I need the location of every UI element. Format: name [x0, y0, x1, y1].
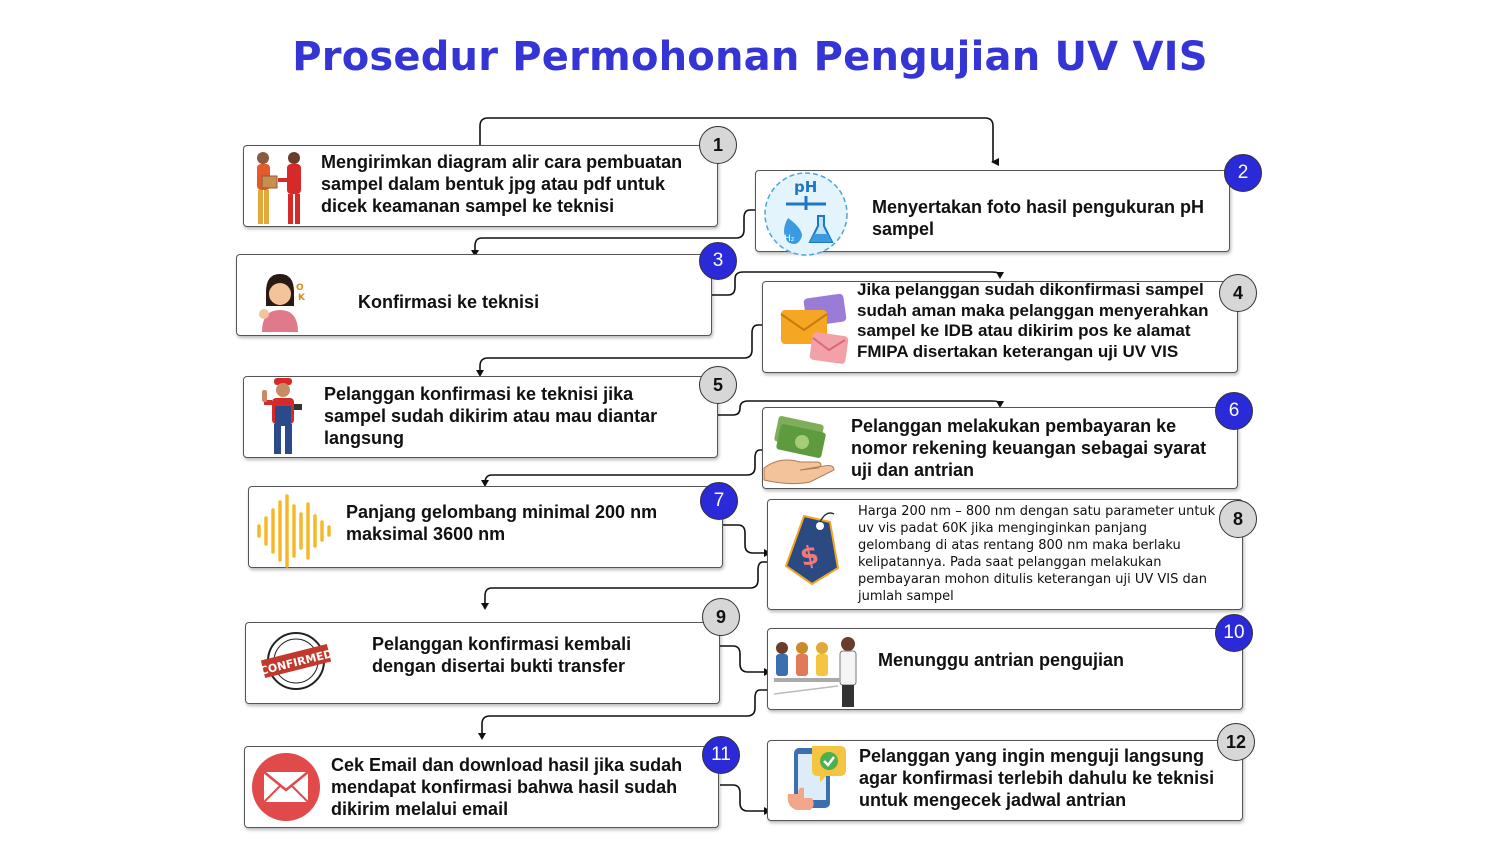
confirmed-stamp-icon: CONFIRMED — [259, 632, 334, 690]
step-text-6: Pelanggan melakukan pembayaran ke nomor … — [851, 416, 1207, 480]
page-title: Prosedur Permohonan Pengujian UV VIS — [292, 34, 1208, 80]
step-card-3 — [236, 254, 712, 336]
technician-icon — [262, 378, 302, 454]
phone-check-icon — [787, 746, 846, 810]
step-badge-1: 1 — [699, 126, 737, 164]
step-badge-9: 9 — [702, 598, 740, 636]
step-badge-7: 7 — [700, 482, 738, 520]
step-card-5 — [243, 376, 718, 458]
woman-ok-icon: O K — [259, 274, 306, 332]
step-card-1 — [243, 145, 718, 227]
step-badge-6: 6 — [1215, 392, 1253, 430]
price-tag-icon: $ — [784, 512, 840, 586]
step-text-5: Pelanggan konfirmasi ke teknisi jika sam… — [324, 384, 658, 448]
connector-6-7 — [484, 449, 762, 484]
step-badge-12: 12 — [1217, 723, 1255, 761]
connector-4-5 — [479, 324, 762, 371]
email-icon — [252, 753, 320, 821]
connector-2-3 — [474, 209, 756, 250]
delivery-people-icon — [257, 152, 301, 224]
step-badge-4: 4 — [1219, 274, 1257, 312]
svg-text:$: $ — [798, 540, 822, 573]
step-card-12 — [767, 740, 1243, 821]
step-badge-2: 2 — [1224, 154, 1262, 192]
step-card-6 — [762, 407, 1238, 489]
queue-people-icon — [773, 637, 857, 707]
step-text-10: Menunggu antrian pengujian — [878, 650, 1124, 670]
svg-text:H₂: H₂ — [784, 234, 795, 244]
connector-10-11 — [481, 689, 767, 735]
step-text-7: Panjang gelombang minimal 200 nm maksima… — [346, 502, 658, 544]
step-text-8: Harga 200 nm – 800 nm dengan satu parame… — [858, 504, 1216, 604]
step-badge-8: 8 — [1219, 500, 1257, 538]
step-text-12: Pelanggan yang ingin menguji langsung ag… — [859, 746, 1215, 810]
step-text-2: Menyertakan foto hasil pengukuran pH sam… — [872, 197, 1205, 239]
svg-text:O: O — [296, 283, 304, 293]
step-text-1: Mengirimkan diagram alir cara pembuatan … — [321, 152, 683, 216]
connector-8-9 — [484, 561, 767, 605]
connector-1-2 — [479, 117, 999, 166]
svg-text:K: K — [298, 293, 306, 303]
step-badge-5: 5 — [699, 366, 737, 404]
step-text-9: Pelanggan konfirmasi kembali dengan dise… — [372, 634, 632, 676]
step-text-3: Konfirmasi ke teknisi — [358, 292, 540, 312]
step-badge-11: 11 — [702, 736, 740, 774]
step-card-11 — [244, 746, 719, 828]
connector-9-10 — [720, 645, 764, 673]
step-card-7 — [248, 486, 723, 568]
connector-11-12 — [720, 784, 764, 812]
svg-text:pH: pH — [794, 178, 817, 196]
step-card-9 — [245, 622, 720, 704]
step-badge-3: 3 — [699, 242, 737, 280]
money-hand-icon — [763, 416, 835, 485]
step-card-8 — [767, 499, 1243, 610]
ph-water-icon: pH H₂ — [764, 172, 848, 256]
connector-7-8 — [722, 524, 764, 554]
envelopes-icon — [780, 293, 849, 364]
step-text-11: Cek Email dan download hasil jika sudah … — [331, 755, 683, 819]
sound-wave-icon — [257, 494, 331, 568]
step-text-4: Jika pelanggan sudah dikonfirmasi sampel… — [857, 280, 1209, 361]
step-badge-10: 10 — [1215, 614, 1253, 652]
